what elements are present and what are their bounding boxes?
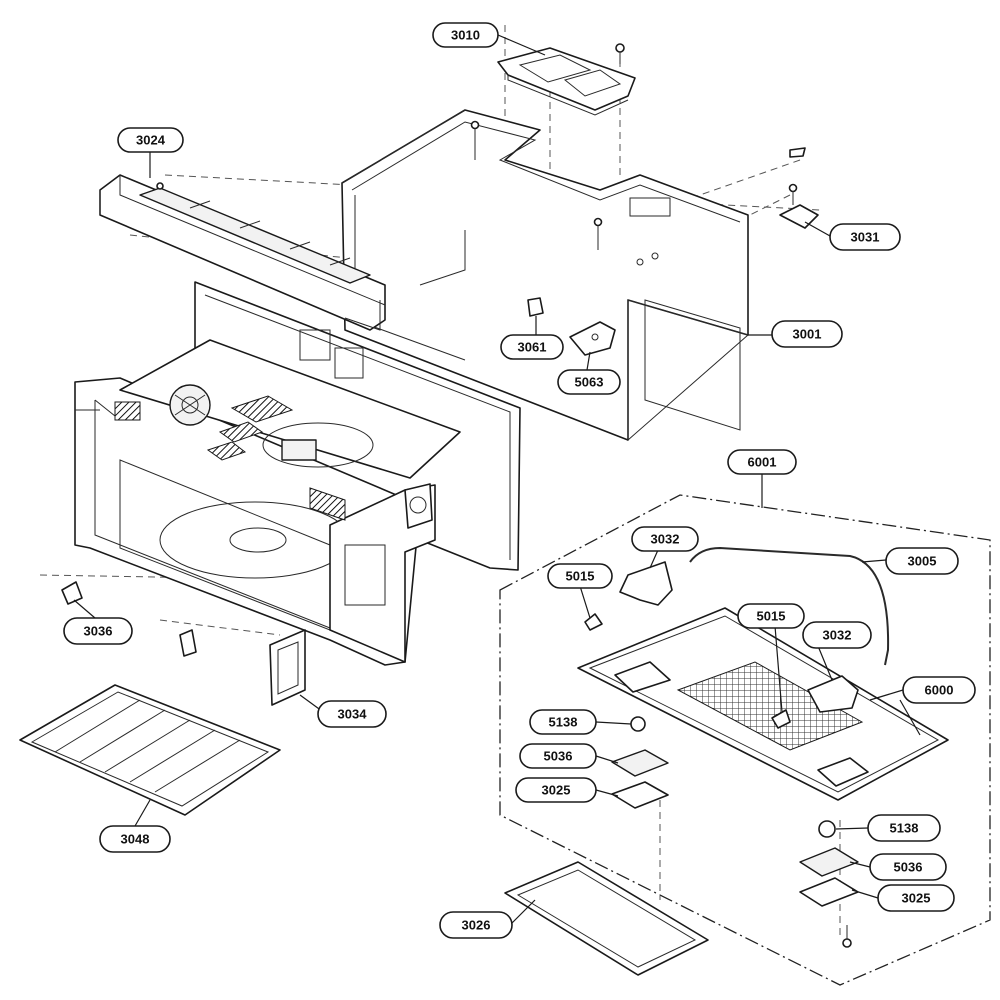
part-3010-top-bracket xyxy=(497,43,636,116)
svg-text:3061: 3061 xyxy=(518,340,547,355)
callout-5138-a: 5138 xyxy=(529,709,597,735)
svg-text:3010: 3010 xyxy=(451,28,480,43)
svg-text:3032: 3032 xyxy=(651,532,680,547)
part-5138-socket-a xyxy=(630,716,646,732)
callout-3024: 3024 xyxy=(117,127,184,153)
callout-5015-b: 5015 xyxy=(737,603,805,629)
part-5063-bracket xyxy=(569,321,616,356)
part-5036-lens-b xyxy=(799,847,859,877)
svg-text:5138: 5138 xyxy=(890,821,919,836)
callout-3025-b: 3025 xyxy=(877,884,955,912)
svg-text:6001: 6001 xyxy=(748,455,777,470)
callout-3061: 3061 xyxy=(500,334,564,360)
svg-text:3005: 3005 xyxy=(908,554,937,569)
svg-text:3032: 3032 xyxy=(823,628,852,643)
callout-5036-a: 5036 xyxy=(519,743,597,769)
part-3026-filter xyxy=(504,861,709,976)
svg-text:3025: 3025 xyxy=(902,891,931,906)
svg-text:5063: 5063 xyxy=(575,375,604,390)
callout-3048: 3048 xyxy=(99,825,171,853)
part-oven-cavity-assembly xyxy=(74,281,521,666)
callout-3005: 3005 xyxy=(885,547,959,575)
part-3032-cover-b xyxy=(807,675,859,713)
callout-3036: 3036 xyxy=(63,617,133,645)
callout-3001: 3001 xyxy=(771,320,843,348)
assembly-6001-boundary xyxy=(499,494,991,986)
callout-3032-b: 3032 xyxy=(802,621,872,649)
part-3048-oven-rack xyxy=(19,684,281,816)
svg-text:3001: 3001 xyxy=(793,327,822,342)
part-3034-panel xyxy=(269,629,306,706)
part-3025-cover-a xyxy=(611,781,669,809)
callout-3025-a: 3025 xyxy=(515,777,597,803)
screw-icon xyxy=(842,925,852,948)
callout-5063: 5063 xyxy=(557,369,621,395)
callout-3010: 3010 xyxy=(432,22,499,48)
part-3001-outer-cabinet xyxy=(341,109,749,442)
part-3036-latch xyxy=(61,581,197,657)
callout-3026: 3026 xyxy=(439,911,513,939)
part-5036-lens-a xyxy=(611,749,669,777)
part-3032-cover-a xyxy=(619,561,673,606)
svg-text:5015: 5015 xyxy=(757,609,786,624)
part-3061-clip xyxy=(527,297,544,317)
svg-text:3034: 3034 xyxy=(338,707,368,722)
part-3025-cover-b xyxy=(799,877,859,907)
svg-text:5015: 5015 xyxy=(566,569,595,584)
svg-text:3025: 3025 xyxy=(542,783,571,798)
part-5138-socket-b xyxy=(818,820,836,838)
callout-5036-b: 5036 xyxy=(869,853,947,881)
svg-text:3026: 3026 xyxy=(462,918,491,933)
svg-text:5138: 5138 xyxy=(549,715,578,730)
svg-text:3031: 3031 xyxy=(851,230,880,245)
svg-text:3048: 3048 xyxy=(121,832,150,847)
part-3024-vent-grille xyxy=(99,174,386,331)
leader-lines xyxy=(73,34,921,926)
callout-3031: 3031 xyxy=(829,223,901,251)
callout-6000: 6000 xyxy=(902,676,976,704)
callout-6001: 6001 xyxy=(727,449,797,475)
part-3005-wire-harness xyxy=(689,546,890,666)
callout-3032-a: 3032 xyxy=(631,526,699,552)
callout-5138-b: 5138 xyxy=(867,814,941,842)
svg-text:5036: 5036 xyxy=(894,860,923,875)
part-3031-bracket xyxy=(779,147,819,229)
part-5015-bulb-a xyxy=(584,613,603,631)
callout-3034: 3034 xyxy=(317,700,387,728)
svg-text:6000: 6000 xyxy=(925,683,954,698)
part-6000-bottom-plate xyxy=(577,607,949,801)
part-5015-bulb-b xyxy=(771,709,791,729)
callout-5015-a: 5015 xyxy=(547,563,613,589)
svg-text:3024: 3024 xyxy=(136,133,166,148)
svg-text:3036: 3036 xyxy=(84,624,113,639)
svg-text:5036: 5036 xyxy=(544,749,573,764)
